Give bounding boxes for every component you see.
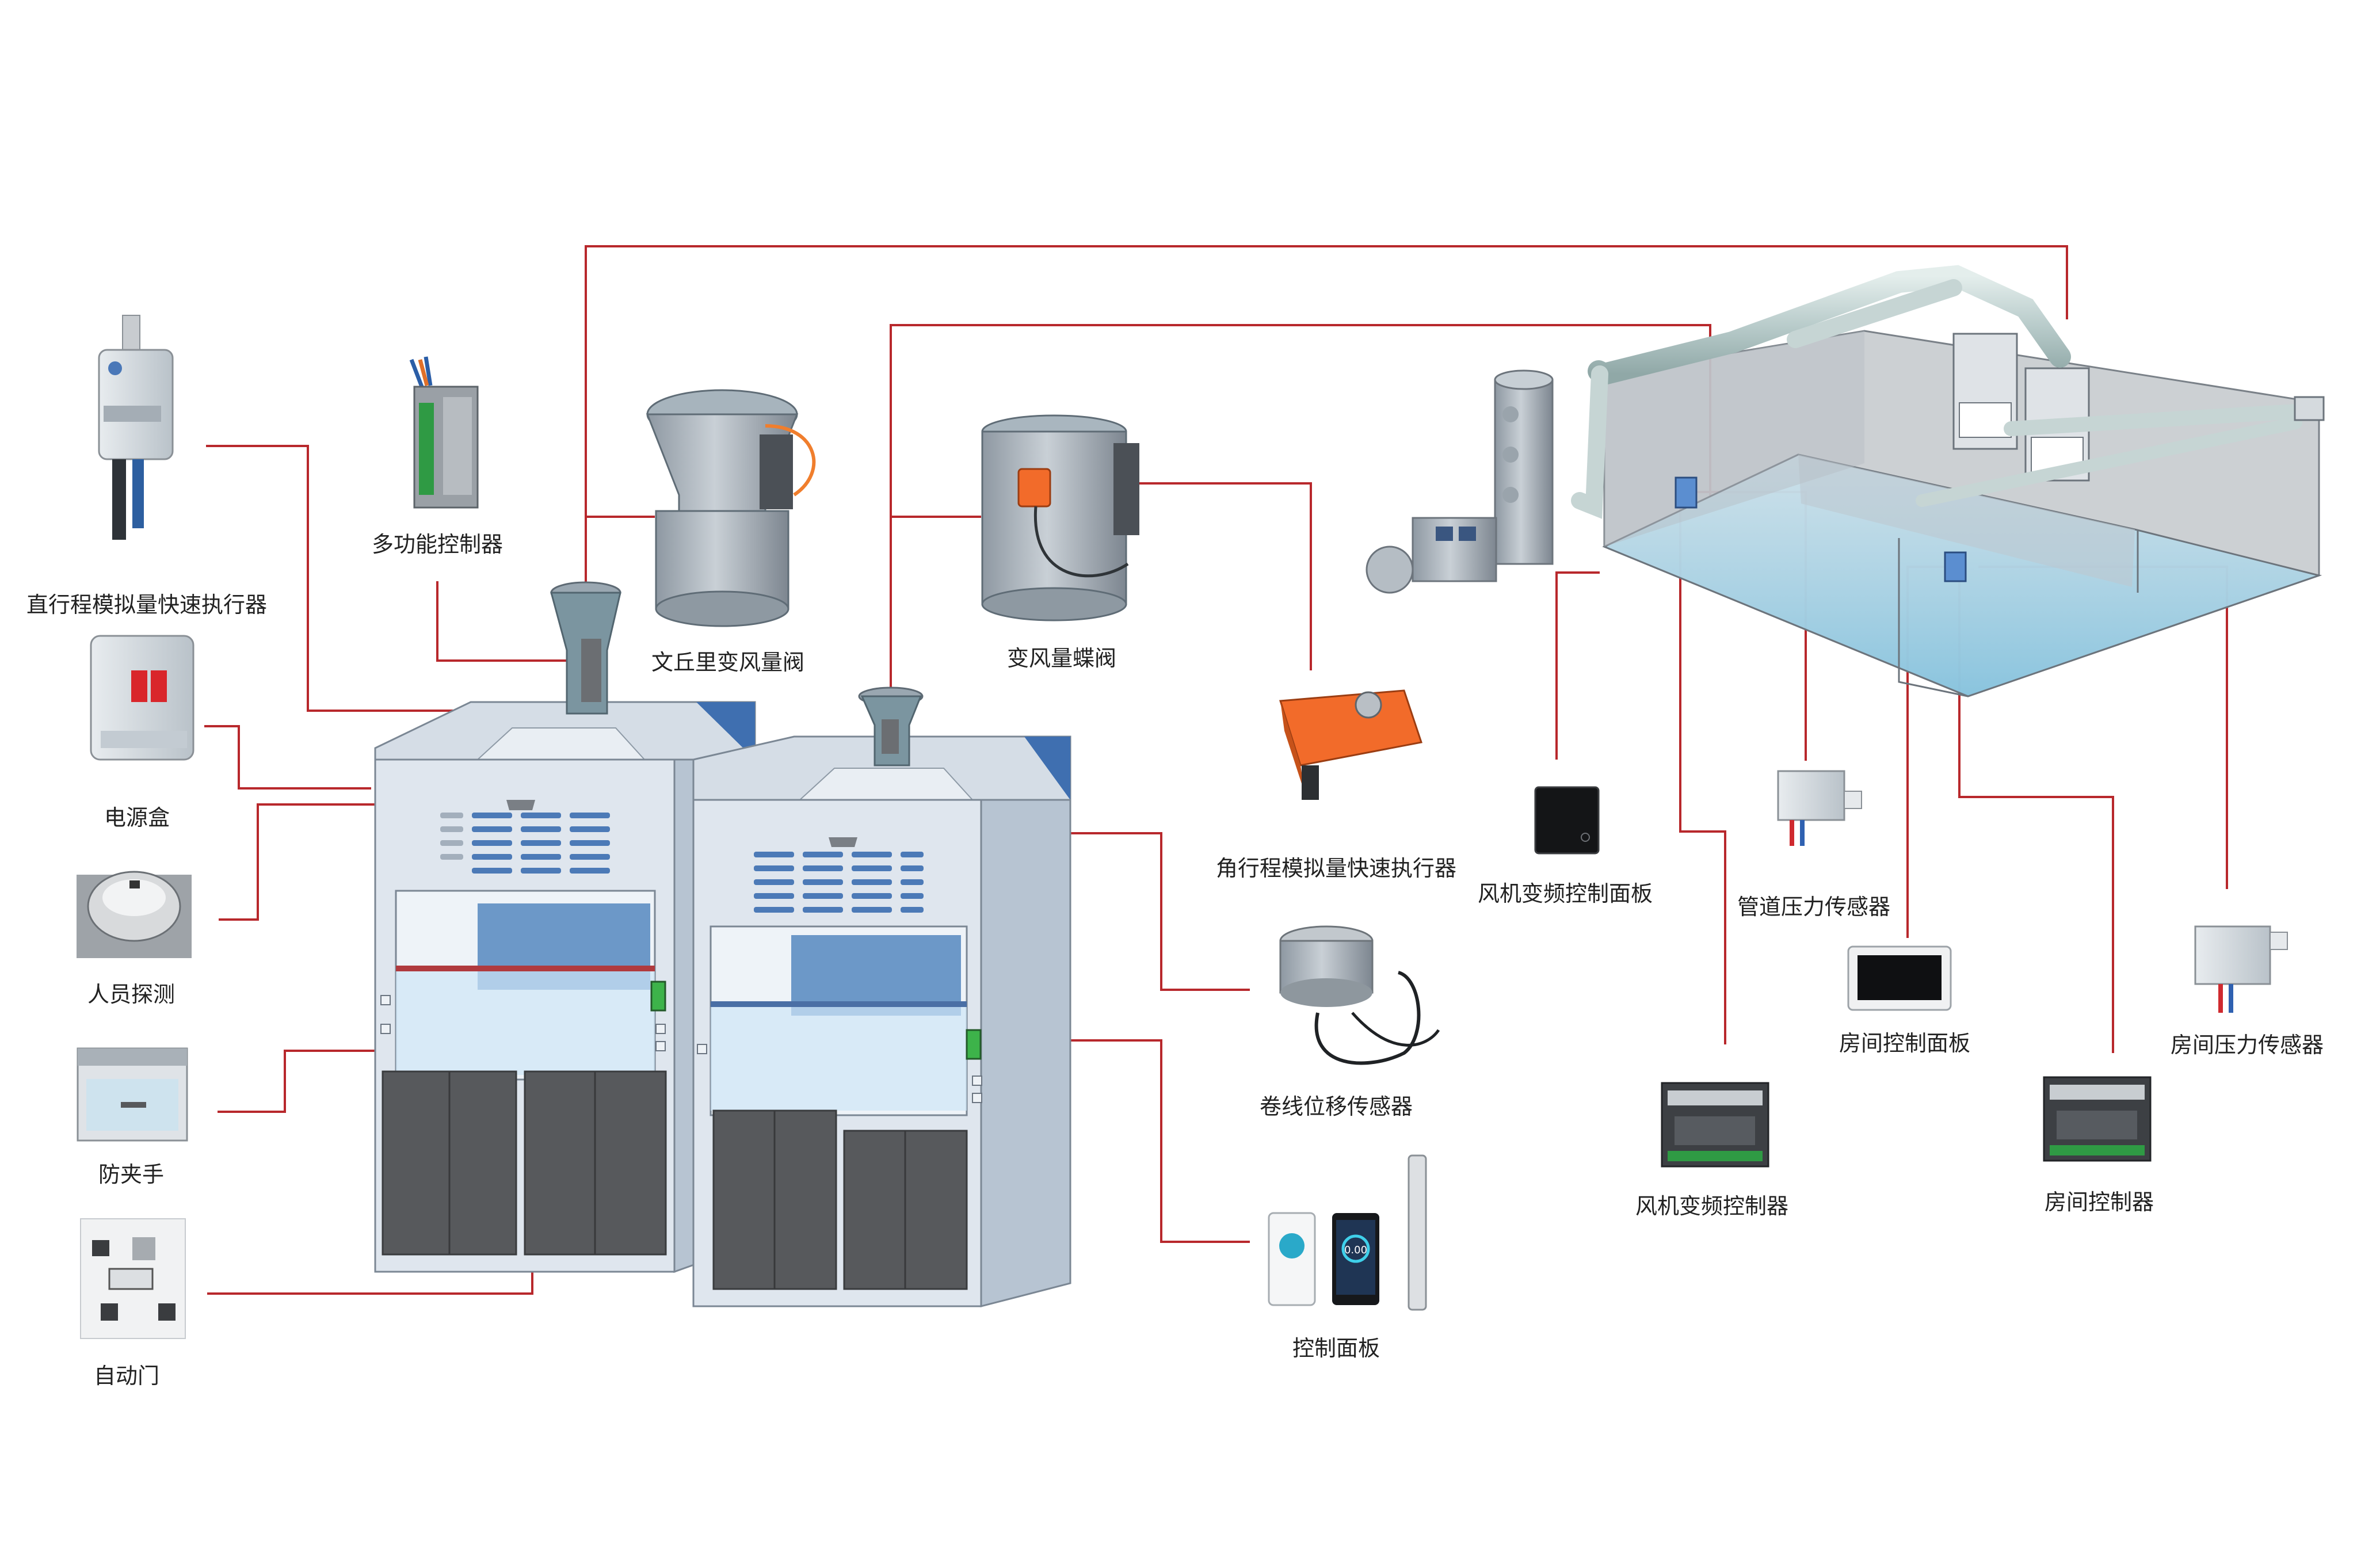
label-room-control-panel: 房间控制面板 [1839,1031,1971,1056]
label-wire-sensor: 卷线位移传感器 [1259,1094,1413,1119]
label-multi-controller: 多功能控制器 [371,532,504,557]
scrubber-tower [1366,369,1554,594]
anti-pinch-device [77,1047,188,1142]
line-power-box [204,725,371,790]
line-fan-vfd-panel [1555,571,1600,760]
presence-sensor-device [77,871,192,958]
control-panel-devices: 0.00 [1268,1154,1427,1311]
line-fan-vfd-controller [1679,492,1726,1044]
room-wall-sensors [1675,476,1967,582]
label-auto-door: 自动门 [93,1363,160,1389]
display-value: 0.00 [1344,1244,1367,1256]
multi-controller-device [409,356,479,509]
label-control-panel: 控制面板 [1292,1336,1380,1361]
fan-vfd-panel-device [1534,786,1600,855]
butterfly-valve-device [981,414,1139,621]
label-power-box: 电源盒 [104,805,170,830]
label-venturi-valve: 文丘里变风量阀 [651,650,805,675]
room-control-panel-device [1847,945,1952,1011]
hood-valve-1 [550,581,621,715]
label-angular-actuator: 角行程模拟量快速执行器 [1215,856,1457,881]
label-room-controller: 房间控制器 [2044,1189,2154,1215]
label-room-pressure-sensor: 房间压力传感器 [2170,1032,2324,1058]
hood-valve-2 [858,687,924,766]
room-pressure-sensor-device [2194,925,2288,1013]
ductwork [1571,265,2303,519]
auto-door-device [80,1218,186,1339]
power-box-device [90,635,194,761]
fan-vfd-controller-device [1661,1082,1769,1168]
line-linear-actuator [206,445,567,712]
label-duct-pressure-sensor: 管道压力传感器 [1737,894,1891,920]
duct-pressure-sensor-device [1777,770,1862,846]
air-handling-units [1952,333,2090,482]
label-fan-vfd-panel: 风机变频控制面板 [1477,881,1653,906]
line-main-top [585,245,2068,586]
wire-sensor-device [1279,925,1440,1065]
line-wire-sensor [1006,832,1250,991]
line-angular-actuator [1128,482,1312,670]
angular-actuator-device [1279,689,1422,800]
label-presence-sensor: 人员探测 [87,982,176,1007]
duct-box-right [2294,396,2325,421]
venturi-valve-device [646,389,816,627]
line-anti-pinch [218,1050,400,1113]
label-fan-vfd-controller: 风机变频控制器 [1635,1193,1789,1219]
room-controller-device [2043,1076,2152,1162]
label-butterfly-valve: 变风量蝶阀 [1006,646,1117,671]
label-anti-pinch: 防夹手 [98,1162,165,1187]
linear-actuator-device [98,315,174,540]
fume-hood-right [692,735,1071,1307]
line-multi-controller [436,581,567,662]
label-linear-actuator: 直行程模拟量快速执行器 [26,592,268,617]
connector-lines [204,245,2228,1295]
